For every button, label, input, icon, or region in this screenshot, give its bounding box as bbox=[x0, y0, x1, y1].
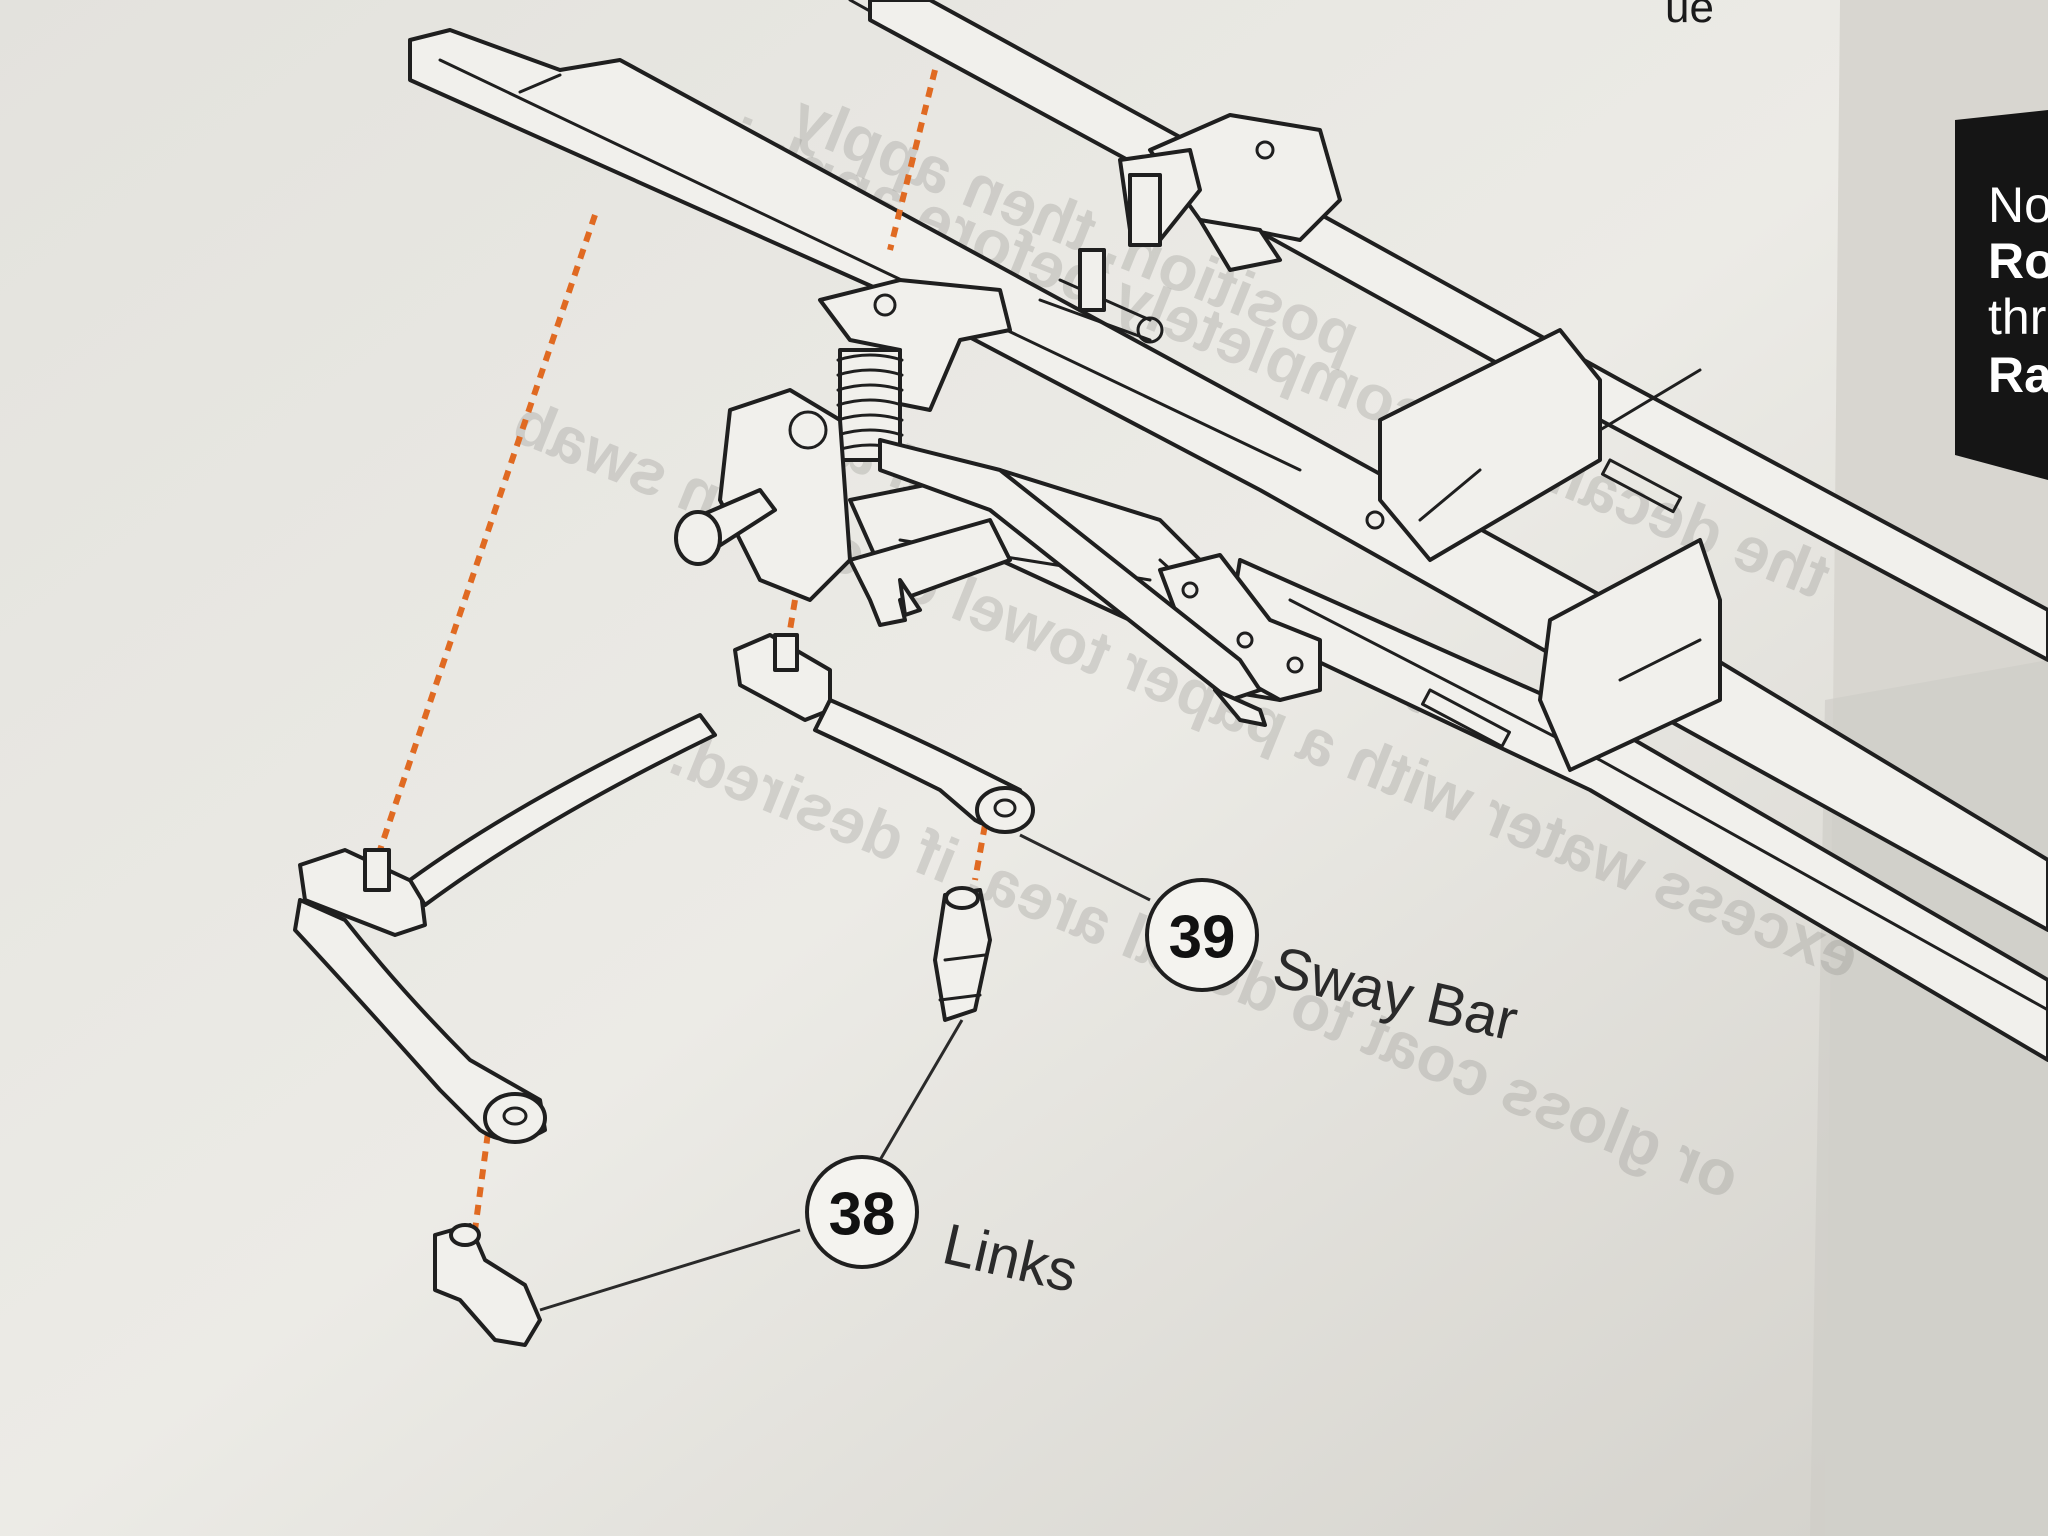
leader-lines bbox=[539, 833, 1151, 1312]
side-note-line-1: No bbox=[1988, 177, 2048, 233]
side-note-box: No Ro thr Ra bbox=[1955, 110, 2048, 480]
front-suspension-assembly bbox=[674, 278, 1322, 727]
callout-38-circle bbox=[805, 1155, 919, 1269]
chassis-frame bbox=[408, 0, 2048, 1062]
callout-38-label: Links bbox=[937, 1211, 1084, 1305]
callout-links: 38 Links bbox=[805, 1155, 1084, 1305]
guide-line-left bbox=[377, 214, 598, 851]
guide-line-right-link bbox=[972, 824, 988, 881]
links-part bbox=[433, 886, 992, 1347]
heading-fragment: ue bbox=[1665, 0, 1714, 32]
callout-38-number: 38 bbox=[829, 1181, 896, 1248]
guide-line-mid bbox=[887, 69, 938, 251]
sway-bar-part bbox=[293, 633, 1035, 1144]
side-note-line-4: Ra bbox=[1988, 347, 2048, 403]
callout-39-number: 39 bbox=[1169, 904, 1236, 971]
side-note-line-3: thr bbox=[1988, 289, 2046, 345]
callout-39-circle bbox=[1145, 878, 1259, 992]
side-note-line-2: Ro bbox=[1988, 233, 2048, 289]
